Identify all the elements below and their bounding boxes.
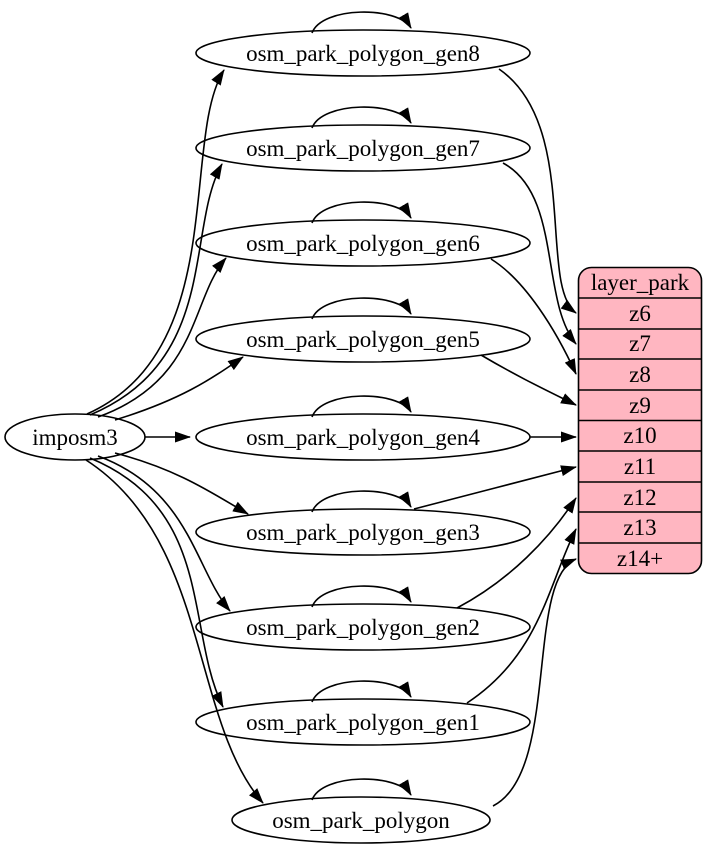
- row-z6: z6: [629, 301, 651, 326]
- edge-osm-park-polygon-z14: [492, 558, 577, 807]
- row-z11: z11: [624, 454, 656, 479]
- edge-imposm3-osm-park-polygon: [85, 459, 264, 804]
- edge-imposm3-gen1: [89, 457, 224, 708]
- node-osm-park-polygon: [231, 796, 491, 844]
- gen8-label: osm_park_polygon_gen8: [246, 41, 480, 66]
- gen4-label: osm_park_polygon_gen4: [246, 425, 480, 450]
- self-loop-gen6: [311, 201, 412, 224]
- row-z7: z7: [629, 331, 651, 356]
- edge-gen7-z7: [502, 162, 577, 345]
- gen5-label: osm_park_polygon_gen5: [246, 327, 480, 352]
- self-loop-gen3: [311, 490, 412, 513]
- edge-imposm3-gen8: [86, 69, 225, 415]
- row-z13: z13: [623, 515, 656, 540]
- row-z9: z9: [629, 393, 651, 418]
- self-loop-gen4: [311, 395, 412, 418]
- edge-gen8-z6: [498, 68, 577, 314]
- layer-park-title: layer_park: [591, 270, 690, 295]
- gen2-label: osm_park_polygon_gen2: [246, 615, 480, 640]
- edge-imposm3-gen7: [89, 163, 223, 416]
- node-osm-park-polygon-gen2: [195, 603, 531, 651]
- row-z12: z12: [623, 485, 656, 510]
- self-loop-gen2: [311, 585, 412, 608]
- row-z8: z8: [629, 362, 651, 387]
- gen6-label: osm_park_polygon_gen6: [246, 231, 480, 256]
- node-osm-park-polygon-gen7: [195, 124, 531, 172]
- edge-gen3-z11: [413, 465, 577, 510]
- edge-gen2-z12: [456, 497, 577, 609]
- row-z14: z14+: [617, 546, 663, 571]
- self-loop-gen5: [311, 297, 412, 320]
- node-osm-park-polygon-gen8: [195, 29, 531, 77]
- row-z10: z10: [623, 423, 656, 448]
- node-osm-park-polygon-gen1: [195, 698, 531, 746]
- edge-imposm3-gen6: [97, 257, 227, 418]
- osm-park-polygon-label: osm_park_polygon: [272, 808, 450, 833]
- self-loop-gen7: [311, 106, 412, 129]
- edge-imposm3-gen2: [97, 455, 231, 612]
- gen3-label: osm_park_polygon_gen3: [246, 520, 480, 545]
- self-loop-osm-park-polygon: [311, 778, 412, 801]
- node-osm-park-polygon-gen5: [195, 315, 531, 363]
- edge-imposm3-gen5: [114, 356, 244, 421]
- self-loop-gen8: [311, 11, 412, 34]
- edge-gen1-z13: [466, 528, 577, 704]
- edge-gen5-z9: [480, 354, 577, 406]
- edge-gen6-z8: [490, 258, 577, 375]
- gen7-label: osm_park_polygon_gen7: [246, 136, 480, 161]
- gen1-label: osm_park_polygon_gen1: [246, 710, 480, 735]
- edge-imposm3-gen3: [114, 452, 249, 515]
- node-osm-park-polygon-gen3: [195, 508, 531, 556]
- imposm3-label: imposm3: [32, 425, 118, 450]
- node-osm-park-polygon-gen6: [195, 219, 531, 267]
- self-loop-gen1: [311, 680, 412, 703]
